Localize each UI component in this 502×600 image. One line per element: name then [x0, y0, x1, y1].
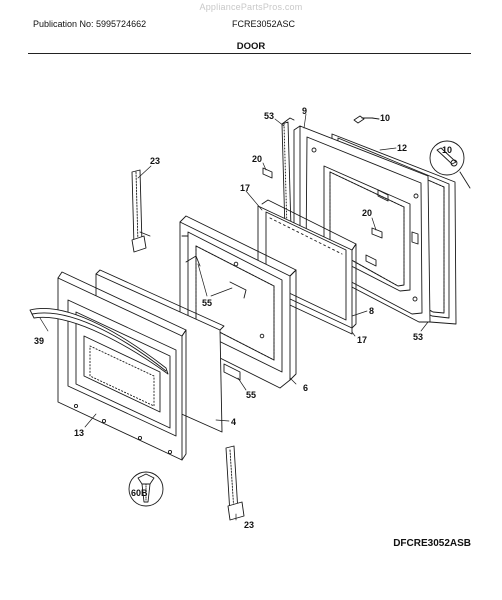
- callout-6: 6: [303, 383, 308, 393]
- callout-17-bottom: 17: [357, 335, 367, 345]
- part-hinge-bottom: [225, 445, 245, 521]
- callout-labels: 53 9 10 12 10 23 20 17 20 55 8 17 53 39 …: [34, 106, 452, 530]
- callout-8: 8: [369, 306, 374, 316]
- watermark: AppliancePartsPros.com: [199, 2, 303, 12]
- part-screw-60b: [128, 471, 164, 507]
- drawing-code: DFCRE3052ASB: [393, 538, 471, 549]
- callout-20-top: 20: [252, 154, 262, 164]
- part-clip-20: [262, 167, 383, 239]
- callout-13: 13: [74, 428, 84, 438]
- part-hinge-top: [131, 169, 151, 253]
- callout-55-b: 55: [246, 390, 256, 400]
- part-handle: [29, 308, 169, 375]
- part-glass-panel: [257, 199, 357, 335]
- callout-10-inset: 10: [442, 145, 452, 155]
- header-rule: [28, 53, 471, 54]
- callout-20-mid: 20: [362, 208, 372, 218]
- callout-23-bottom: 23: [244, 520, 254, 530]
- publication-number: Publication No: 5995724662: [33, 19, 147, 29]
- callout-53-top: 53: [264, 111, 274, 121]
- callout-17-top: 17: [240, 183, 250, 193]
- callout-53-bottom: 53: [413, 332, 423, 342]
- callout-9: 9: [302, 106, 307, 116]
- section-title: DOOR: [236, 41, 266, 52]
- callout-10: 10: [380, 113, 390, 123]
- callout-60b: 60B: [131, 488, 148, 498]
- callout-39: 39: [34, 336, 44, 346]
- callout-12: 12: [397, 143, 407, 153]
- callout-4: 4: [231, 417, 236, 427]
- inset-detail-circle: [429, 140, 471, 189]
- callout-55-a: 55: [202, 298, 212, 308]
- part-screw-10: [353, 115, 380, 124]
- model-number: FCRE3052ASC: [232, 19, 296, 29]
- leader-lines: [39, 113, 429, 521]
- callout-23-top: 23: [150, 156, 160, 166]
